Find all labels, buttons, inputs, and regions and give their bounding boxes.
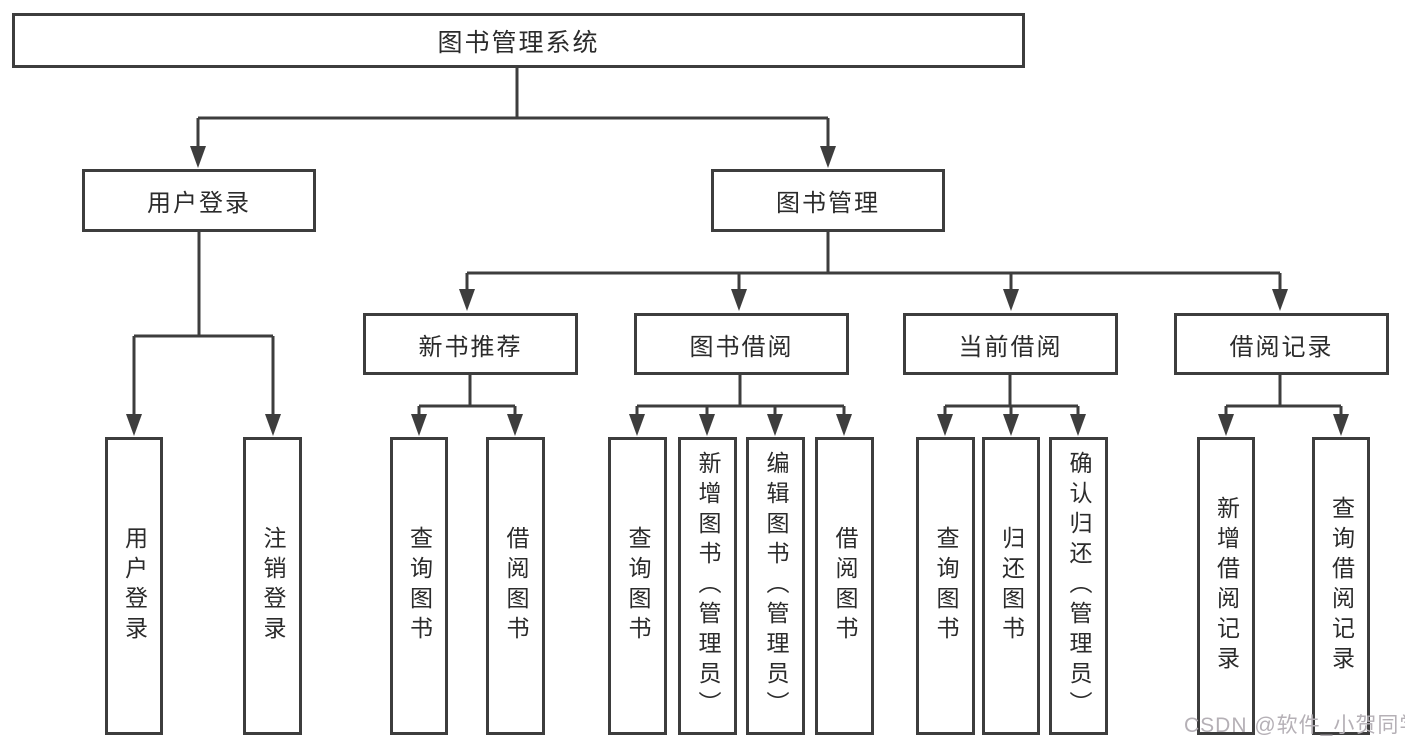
- node-borrow-books: 借阅图书: [486, 437, 545, 735]
- node-confirm-return-admin: 确认归还（管理员）: [1049, 437, 1108, 735]
- node-edit-book-admin: 编辑图书（管理员）: [746, 437, 805, 735]
- node-borrowing-records: 借阅记录: [1174, 313, 1389, 375]
- node-query-books: 查询图书: [916, 437, 975, 735]
- node-label: 新书推荐: [418, 333, 523, 361]
- node-label: 查询图书: [625, 526, 651, 646]
- node-label: 查询图书: [406, 526, 433, 646]
- arrowheads: [126, 146, 1349, 436]
- node-label: 图书管理: [776, 190, 880, 217]
- node-current-borrowing: 当前借阅: [903, 313, 1118, 375]
- node-label: 归还图书: [998, 526, 1025, 646]
- node-label: 新增图书（管理员）: [695, 451, 721, 721]
- node-label: 确认归还（管理员）: [1066, 451, 1092, 721]
- node-label: 图书管理系统: [437, 28, 600, 57]
- watermark: CSDN @软件_小贺同学: [1184, 714, 1405, 737]
- node-label: 用户登录: [147, 190, 251, 217]
- node-label: 用户登录: [121, 526, 148, 646]
- node-add-borrow-record: 新增借阅记录: [1197, 437, 1255, 735]
- node-label: 借阅图书: [503, 526, 529, 646]
- node-label: 编辑图书（管理员）: [763, 451, 789, 721]
- node-new-book-recommendation: 新书推荐: [363, 313, 578, 375]
- node-label: 注销登录: [260, 526, 286, 646]
- node-return-books: 归还图书: [982, 437, 1040, 735]
- node-book-management: 图书管理: [711, 169, 945, 232]
- node-label: 当前借阅: [958, 333, 1063, 361]
- node-label: 查询借阅记录: [1328, 496, 1355, 676]
- node-label: 新增借阅记录: [1213, 496, 1240, 676]
- node-label: 借阅图书: [832, 526, 858, 646]
- node-query-books: 查询图书: [390, 437, 448, 735]
- node-logout: 注销登录: [243, 437, 302, 735]
- node-user-login-leaf: 用户登录: [105, 437, 163, 735]
- node-add-book-admin: 新增图书（管理员）: [678, 437, 737, 735]
- node-user-login: 用户登录: [82, 169, 316, 232]
- node-borrow-books: 借阅图书: [815, 437, 874, 735]
- node-label: 查询图书: [933, 526, 959, 646]
- node-query-books: 查询图书: [608, 437, 667, 735]
- node-book-borrowing: 图书借阅: [634, 313, 849, 375]
- node-query-borrow-record: 查询借阅记录: [1312, 437, 1370, 735]
- node-label: 图书借阅: [689, 333, 794, 361]
- node-library-management-system: 图书管理系统: [12, 13, 1025, 68]
- node-label: 借阅记录: [1229, 333, 1334, 361]
